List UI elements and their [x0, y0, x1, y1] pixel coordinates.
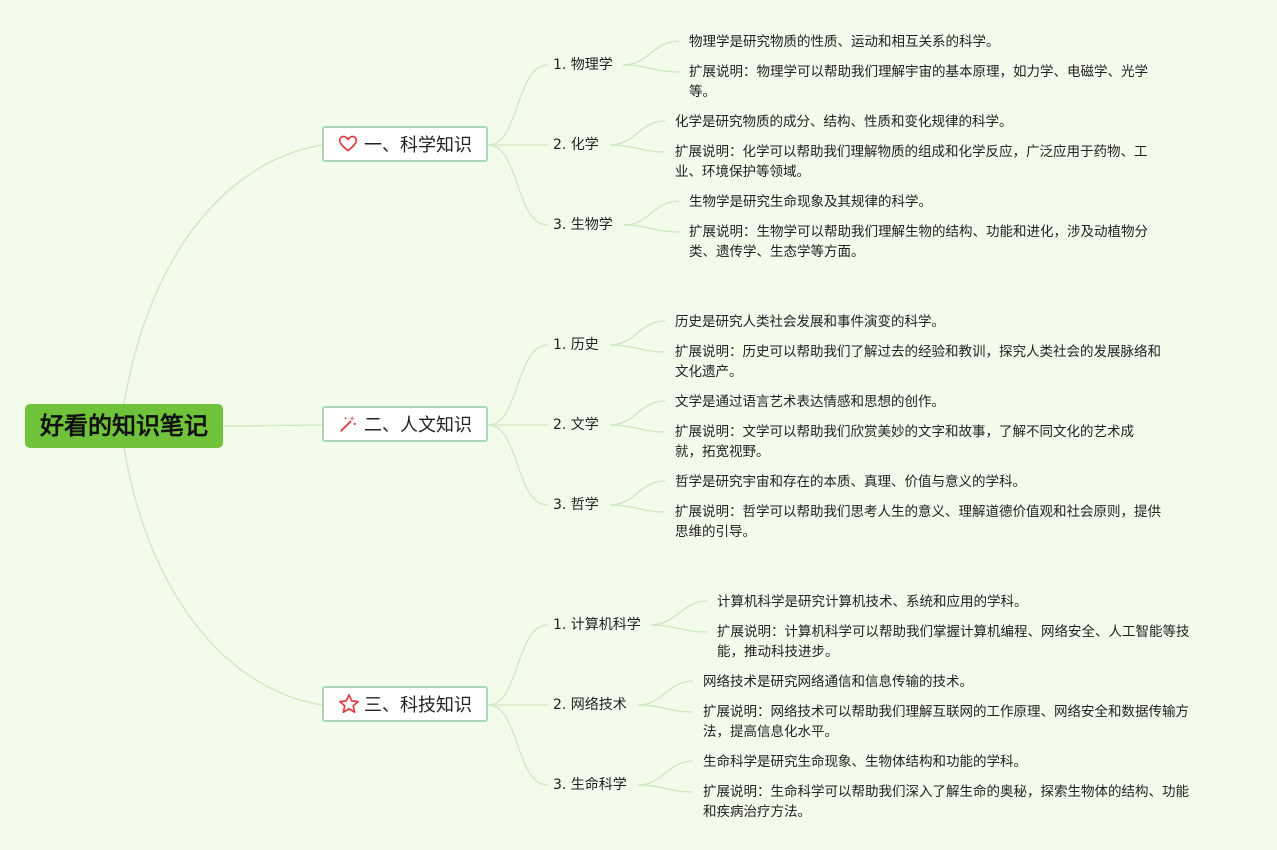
connector-root-branch-1: [123, 144, 323, 405]
heart-icon: [338, 133, 360, 155]
branch-label: 一、科学知识: [364, 135, 472, 156]
connector-sub-1-2-note-2: [609, 144, 666, 153]
note-extended[interactable]: 扩展说明：物理学可以帮助我们理解宇宙的基本原理，如力学、电磁学、光学等。: [689, 64, 1148, 100]
branch-label: 二、人文知识: [364, 415, 472, 436]
connector-sub-3-1-note-2: [650, 624, 708, 633]
root-node[interactable]: 好看的知识笔记: [25, 404, 223, 448]
note-definition[interactable]: 化学是研究物质的成分、结构、性质和变化规律的科学。: [675, 114, 1013, 130]
connector-branch-1-sub-1: [487, 64, 549, 146]
connector-sub-3-1-note-1: [650, 600, 708, 626]
sub-topic-node[interactable]: 3. 生命科学: [553, 777, 627, 793]
sub-topic-node[interactable]: 2. 网络技术: [553, 697, 627, 713]
connector-root-branch-3: [123, 447, 323, 706]
note-extended[interactable]: 扩展说明：历史可以帮助我们了解过去的经验和教训，探究人类社会的发展脉络和文化遗产…: [675, 344, 1161, 380]
sub-topic-node[interactable]: 2. 文学: [553, 417, 599, 433]
connector-sub-3-2-note-1: [637, 680, 694, 706]
connector-branch-3-sub-1: [487, 624, 549, 706]
sub-topic-node[interactable]: 2. 化学: [553, 137, 599, 153]
note-definition[interactable]: 文学是通过语言艺术表达情感和思想的创作。: [675, 394, 945, 410]
connector-sub-2-2-note-1: [609, 400, 666, 426]
note-extended[interactable]: 扩展说明：网络技术可以帮助我们理解互联网的工作原理、网络安全和数据传输方法，提高…: [703, 704, 1189, 740]
magic-wand-icon: [338, 413, 360, 435]
connector-sub-2-1-note-2: [609, 344, 666, 353]
sub-topic-node[interactable]: 1. 物理学: [553, 57, 613, 73]
connector-root-branch-2: [222, 424, 323, 427]
connector-branch-2-sub-1: [487, 344, 549, 426]
connector-sub-2-1-note-1: [609, 320, 666, 346]
star-icon: [338, 693, 360, 715]
note-definition[interactable]: 生命科学是研究生命现象、生物体结构和功能的学科。: [703, 754, 1027, 770]
note-extended[interactable]: 扩展说明：文学可以帮助我们欣赏美妙的文字和故事，了解不同文化的艺术成就，拓宽视野…: [675, 424, 1134, 460]
connector-sub-2-2-note-2: [609, 424, 666, 433]
connector-sub-1-3-note-1: [623, 200, 680, 226]
note-definition[interactable]: 生物学是研究生命现象及其规律的科学。: [689, 194, 932, 210]
branch-node-3[interactable]: 三、科技知识: [322, 686, 488, 722]
connector-sub-2-3-note-1: [609, 480, 666, 506]
note-definition[interactable]: 历史是研究人类社会发展和事件演变的科学。: [675, 314, 945, 330]
note-definition[interactable]: 网络技术是研究网络通信和信息传输的技术。: [703, 674, 973, 690]
connector-sub-3-3-note-1: [637, 760, 694, 786]
note-extended[interactable]: 扩展说明：生命科学可以帮助我们深入了解生命的奥秘，探索生物体的结构、功能和疾病治…: [703, 784, 1189, 820]
branch-node-2[interactable]: 二、人文知识: [322, 406, 488, 442]
connector-sub-1-3-note-2: [623, 224, 680, 233]
connector-sub-2-3-note-2: [609, 504, 666, 513]
note-extended[interactable]: 扩展说明：生物学可以帮助我们理解生物的结构、功能和进化，涉及动植物分类、遗传学、…: [689, 224, 1148, 260]
connector-sub-1-1-note-2: [622, 64, 680, 73]
connector-sub-1-1-note-1: [622, 40, 680, 66]
note-definition[interactable]: 哲学是研究宇宙和存在的本质、真理、价值与意义的学科。: [675, 474, 1026, 490]
connector-branch-2-sub-3: [487, 424, 549, 506]
branch-node-1[interactable]: 一、科学知识: [322, 126, 488, 162]
note-extended[interactable]: 扩展说明：计算机科学可以帮助我们掌握计算机编程、网络安全、人工智能等技能，推动科…: [717, 624, 1190, 660]
note-definition[interactable]: 物理学是研究物质的性质、运动和相互关系的科学。: [689, 34, 1000, 50]
note-definition[interactable]: 计算机科学是研究计算机技术、系统和应用的学科。: [717, 594, 1028, 610]
note-extended[interactable]: 扩展说明：哲学可以帮助我们思考人生的意义、理解道德价值观和社会原则，提供思维的引…: [675, 504, 1161, 540]
connector-sub-3-2-note-2: [637, 704, 694, 713]
sub-topic-node[interactable]: 1. 计算机科学: [553, 617, 641, 633]
connector-sub-3-3-note-2: [637, 784, 694, 793]
connector-branch-3-sub-3: [487, 704, 549, 786]
sub-topic-node[interactable]: 3. 生物学: [553, 217, 613, 233]
sub-topic-node[interactable]: 1. 历史: [553, 337, 599, 353]
connector-branch-1-sub-3: [487, 144, 549, 226]
sub-topic-node[interactable]: 3. 哲学: [553, 497, 599, 513]
connector-sub-1-2-note-1: [609, 120, 666, 146]
note-extended[interactable]: 扩展说明：化学可以帮助我们理解物质的组成和化学反应，广泛应用于药物、工业、环境保…: [675, 144, 1148, 180]
branch-label: 三、科技知识: [364, 695, 472, 716]
